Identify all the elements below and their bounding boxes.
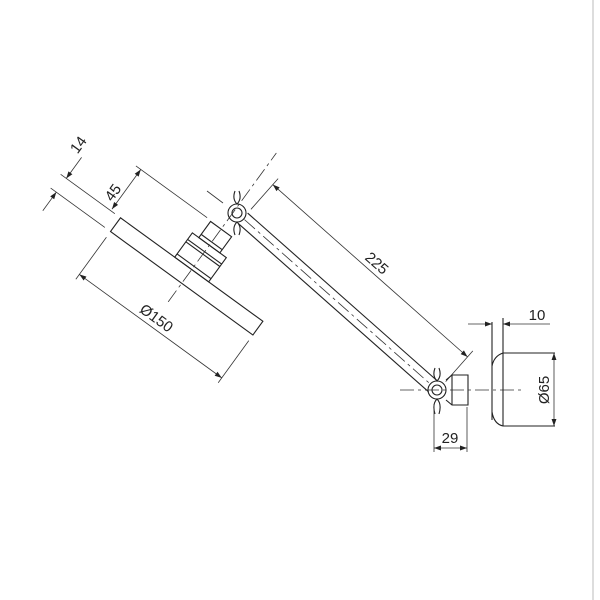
shower-head: 14 45 Ø150 (42, 133, 277, 383)
head-centerline (167, 152, 277, 303)
dimension-150: Ø150 (75, 236, 250, 383)
dimension-65-label: Ø65 (536, 376, 553, 404)
shower-arm: 225 (237, 178, 474, 393)
dimension-14-label: 14 (67, 133, 91, 156)
drawing-frame-border (592, 0, 594, 600)
dimension-29: 29 (433, 404, 468, 452)
wall-flange (491, 318, 555, 427)
upper-swivel-joint (206, 190, 247, 236)
dimension-225-label: 225 (361, 249, 391, 278)
dimension-45-label: 45 (102, 181, 126, 204)
dimension-10-label: 10 (529, 307, 546, 324)
dimension-14: 14 (42, 133, 116, 228)
arm-centerline (244, 219, 432, 386)
dimension-29-label: 29 (442, 430, 459, 447)
dimension-45: 45 (102, 165, 208, 219)
dimension-65: Ø65 (536, 353, 557, 426)
dimension-225: 225 (250, 178, 474, 382)
dimension-10: 10 (468, 307, 550, 327)
dimension-150-label: Ø150 (136, 301, 176, 336)
shower-head-neck (173, 220, 233, 283)
